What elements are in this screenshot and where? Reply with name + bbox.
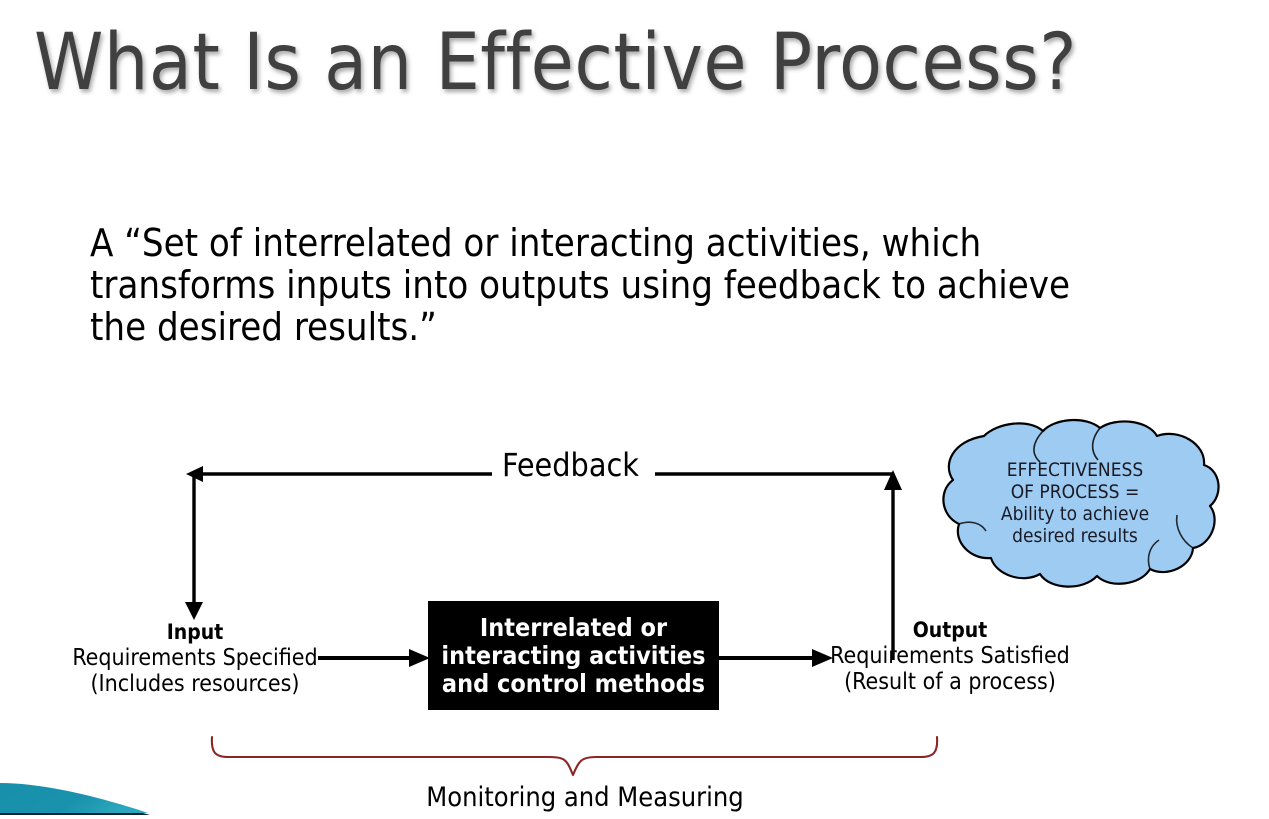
monitoring-label: Monitoring and Measuring <box>426 782 744 813</box>
process-box: Interrelated or interacting activities a… <box>428 601 719 710</box>
quote-text: A “Set of interrelated or interacting ac… <box>90 221 1071 349</box>
output-block: Output Requirements Satisfied (Result of… <box>795 618 1105 695</box>
page-title: What Is an Effective Process? <box>34 18 1078 108</box>
input-heading: Input <box>166 620 224 644</box>
corner-swoosh-decoration <box>0 783 150 815</box>
cloud-line-2: OF PROCESS = <box>1010 481 1140 503</box>
process-to-output-arrow <box>719 649 833 667</box>
monitoring-brace <box>210 735 939 777</box>
output-line-2: (Result of a process) <box>844 669 1056 695</box>
process-box-line-3: and control methods <box>441 668 706 698</box>
input-line-1: Requirements Specified <box>72 645 318 671</box>
feedback-label: Feedback <box>492 446 649 484</box>
process-box-line-1: Interrelated or <box>479 612 668 642</box>
input-to-process-arrow <box>318 649 430 667</box>
feedback-loop <box>185 466 902 660</box>
output-up-arrowhead <box>884 470 902 490</box>
input-block: Input Requirements Specified (Includes r… <box>10 620 380 697</box>
effectiveness-cloud <box>942 418 1220 588</box>
input-down-arrowhead <box>185 602 203 620</box>
cloud-line-3: Ability to achieve <box>1000 503 1150 525</box>
cloud-text: EFFECTIVENESS OF PROCESS = Ability to ac… <box>960 459 1190 547</box>
cloud-line-4: desired results <box>1012 525 1138 547</box>
output-line-1: Requirements Satisfied <box>830 643 1070 669</box>
cloud-line-1: EFFECTIVENESS <box>1006 459 1144 481</box>
process-box-line-2: interacting activities <box>441 640 706 670</box>
input-line-2: (Includes resources) <box>90 671 300 697</box>
output-heading: Output <box>912 618 988 642</box>
